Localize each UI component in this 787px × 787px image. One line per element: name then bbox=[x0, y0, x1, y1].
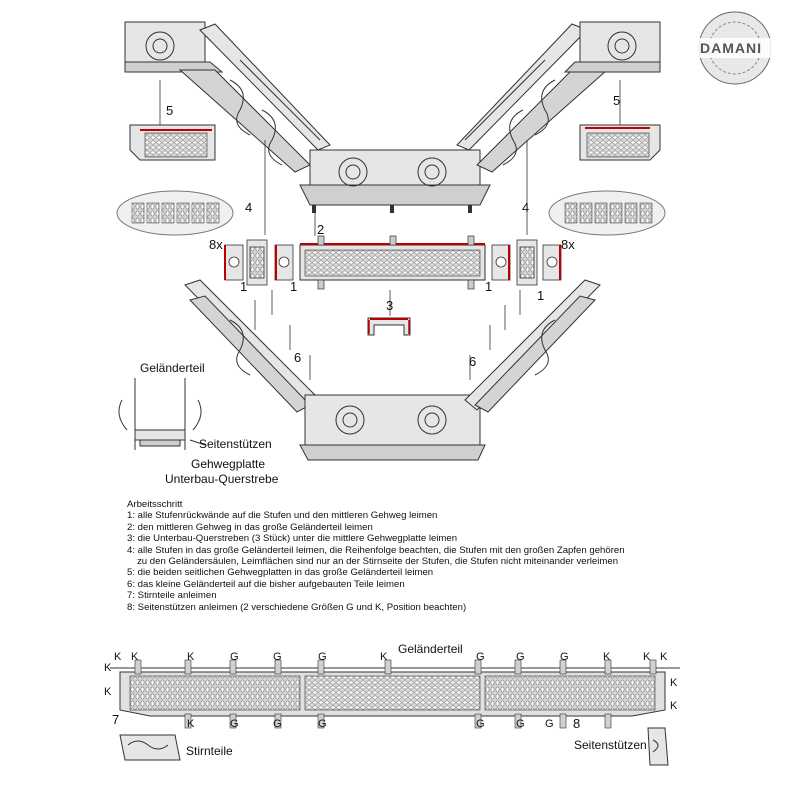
instruction-step: 7: Stirnteile anleimen bbox=[127, 590, 217, 602]
callout-1-d: 1 bbox=[537, 288, 545, 303]
label-seitenstuetzen: Seitenstützen bbox=[199, 437, 272, 451]
callout-8x-right: 8x bbox=[561, 237, 575, 252]
size-marker-k: K bbox=[104, 662, 112, 674]
size-marker-k: K bbox=[660, 651, 668, 663]
size-marker-k: K bbox=[670, 677, 678, 689]
size-marker-g: G bbox=[516, 718, 525, 730]
step-pieces-right bbox=[491, 239, 562, 286]
assembly-arrows bbox=[159, 80, 621, 380]
instruction-step: 6: das kleine Geländerteil auf die bishe… bbox=[127, 578, 405, 590]
size-marker-g: G bbox=[318, 651, 327, 663]
size-marker-g: G bbox=[545, 718, 554, 730]
callout-4-right: 4 bbox=[522, 200, 530, 215]
label-gehwegplatte: Gehwegplatte bbox=[191, 457, 266, 471]
large-railing-part bbox=[124, 21, 661, 206]
instructions-block: Arbeitsschritt 1: alle Stufenrückwände a… bbox=[127, 499, 647, 613]
size-marker-k: K bbox=[114, 651, 122, 663]
side-support-drawing bbox=[647, 727, 669, 766]
instruction-step: 5: die beiden seitlichen Gehwegplatten i… bbox=[127, 567, 434, 579]
callout-4-left: 4 bbox=[245, 200, 253, 215]
callout-6-right: 6 bbox=[469, 354, 477, 369]
callout-5-left: 5 bbox=[166, 103, 174, 118]
instruction-step-continued: zu den Geländersäulen, Leimflächen sind … bbox=[137, 556, 619, 568]
callout-1-a: 1 bbox=[240, 279, 248, 294]
bottom-label-stirnteile: Stirnteile bbox=[186, 744, 233, 758]
instruction-step: 1: alle Stufenrückwände auf die Stufen u… bbox=[127, 510, 438, 522]
instruction-step: 4: alle Stufen in das große Geländerteil… bbox=[127, 544, 625, 556]
brand-logo bbox=[695, 11, 777, 85]
size-marker-k: K bbox=[187, 718, 195, 730]
size-marker-k: K bbox=[131, 651, 139, 663]
instructions-heading: Arbeitsschritt bbox=[127, 499, 183, 510]
size-marker-k: K bbox=[187, 651, 195, 663]
size-marker-k: K bbox=[603, 651, 611, 663]
callout-5-right: 5 bbox=[613, 93, 621, 108]
ornament-top bbox=[145, 31, 637, 187]
size-marker-k: K bbox=[670, 700, 678, 712]
size-marker-g: G bbox=[318, 718, 327, 730]
callout-2: 2 bbox=[317, 222, 325, 237]
step-bundle-left bbox=[116, 190, 234, 236]
callout-6-left: 6 bbox=[294, 350, 302, 365]
end-piece-drawing bbox=[119, 734, 181, 761]
bottom-label-seitenstuetzen: Seitenstützen bbox=[574, 738, 647, 752]
size-marker-g: G bbox=[230, 718, 239, 730]
brand-logo-text: DAMANI bbox=[700, 40, 762, 56]
size-marker-g: G bbox=[476, 718, 485, 730]
small-railing-ornament bbox=[229, 319, 556, 435]
size-marker-g: G bbox=[476, 651, 485, 663]
callout-3: 3 bbox=[386, 298, 394, 313]
substructure-crossbar bbox=[367, 317, 411, 336]
label-unterbau-querstrebe: Unterbau-Querstrebe bbox=[165, 472, 279, 486]
size-marker-k: K bbox=[380, 651, 388, 663]
instruction-step: 3: die Unterbau-Querstreben (3 Stück) un… bbox=[127, 533, 458, 545]
size-marker-g: G bbox=[230, 651, 239, 663]
detail-section-view bbox=[118, 378, 206, 450]
callout-7: 7 bbox=[112, 712, 120, 727]
size-marker-g: G bbox=[560, 651, 569, 663]
label-gelaenderteil: Geländerteil bbox=[140, 361, 205, 375]
callout-8: 8 bbox=[573, 716, 581, 731]
side-walkway-plate-right bbox=[579, 124, 661, 161]
step-bundle-right bbox=[548, 190, 666, 236]
size-marker-g: G bbox=[273, 651, 282, 663]
bottom-view-supports bbox=[134, 659, 657, 729]
small-railing-part bbox=[184, 279, 601, 461]
bottom-top-view bbox=[110, 667, 680, 717]
middle-walkway-plate bbox=[299, 235, 486, 290]
callout-1-b: 1 bbox=[290, 279, 298, 294]
size-marker-k: K bbox=[104, 686, 112, 698]
size-marker-g: G bbox=[273, 718, 282, 730]
callout-1-c: 1 bbox=[485, 279, 493, 294]
callout-8x-left: 8x bbox=[209, 237, 223, 252]
size-marker-k: K bbox=[643, 651, 651, 663]
bottom-label-gelaenderteil: Geländerteil bbox=[398, 642, 463, 656]
instruction-step: 2: den mittleren Gehweg in das große Gel… bbox=[127, 521, 373, 533]
instruction-step: 8: Seitenstützen anleimen (2 verschieden… bbox=[127, 601, 467, 613]
step-pieces-left bbox=[224, 239, 294, 286]
side-walkway-plate-left bbox=[129, 124, 216, 161]
size-marker-g: G bbox=[516, 651, 525, 663]
walkway-pins bbox=[312, 205, 472, 213]
